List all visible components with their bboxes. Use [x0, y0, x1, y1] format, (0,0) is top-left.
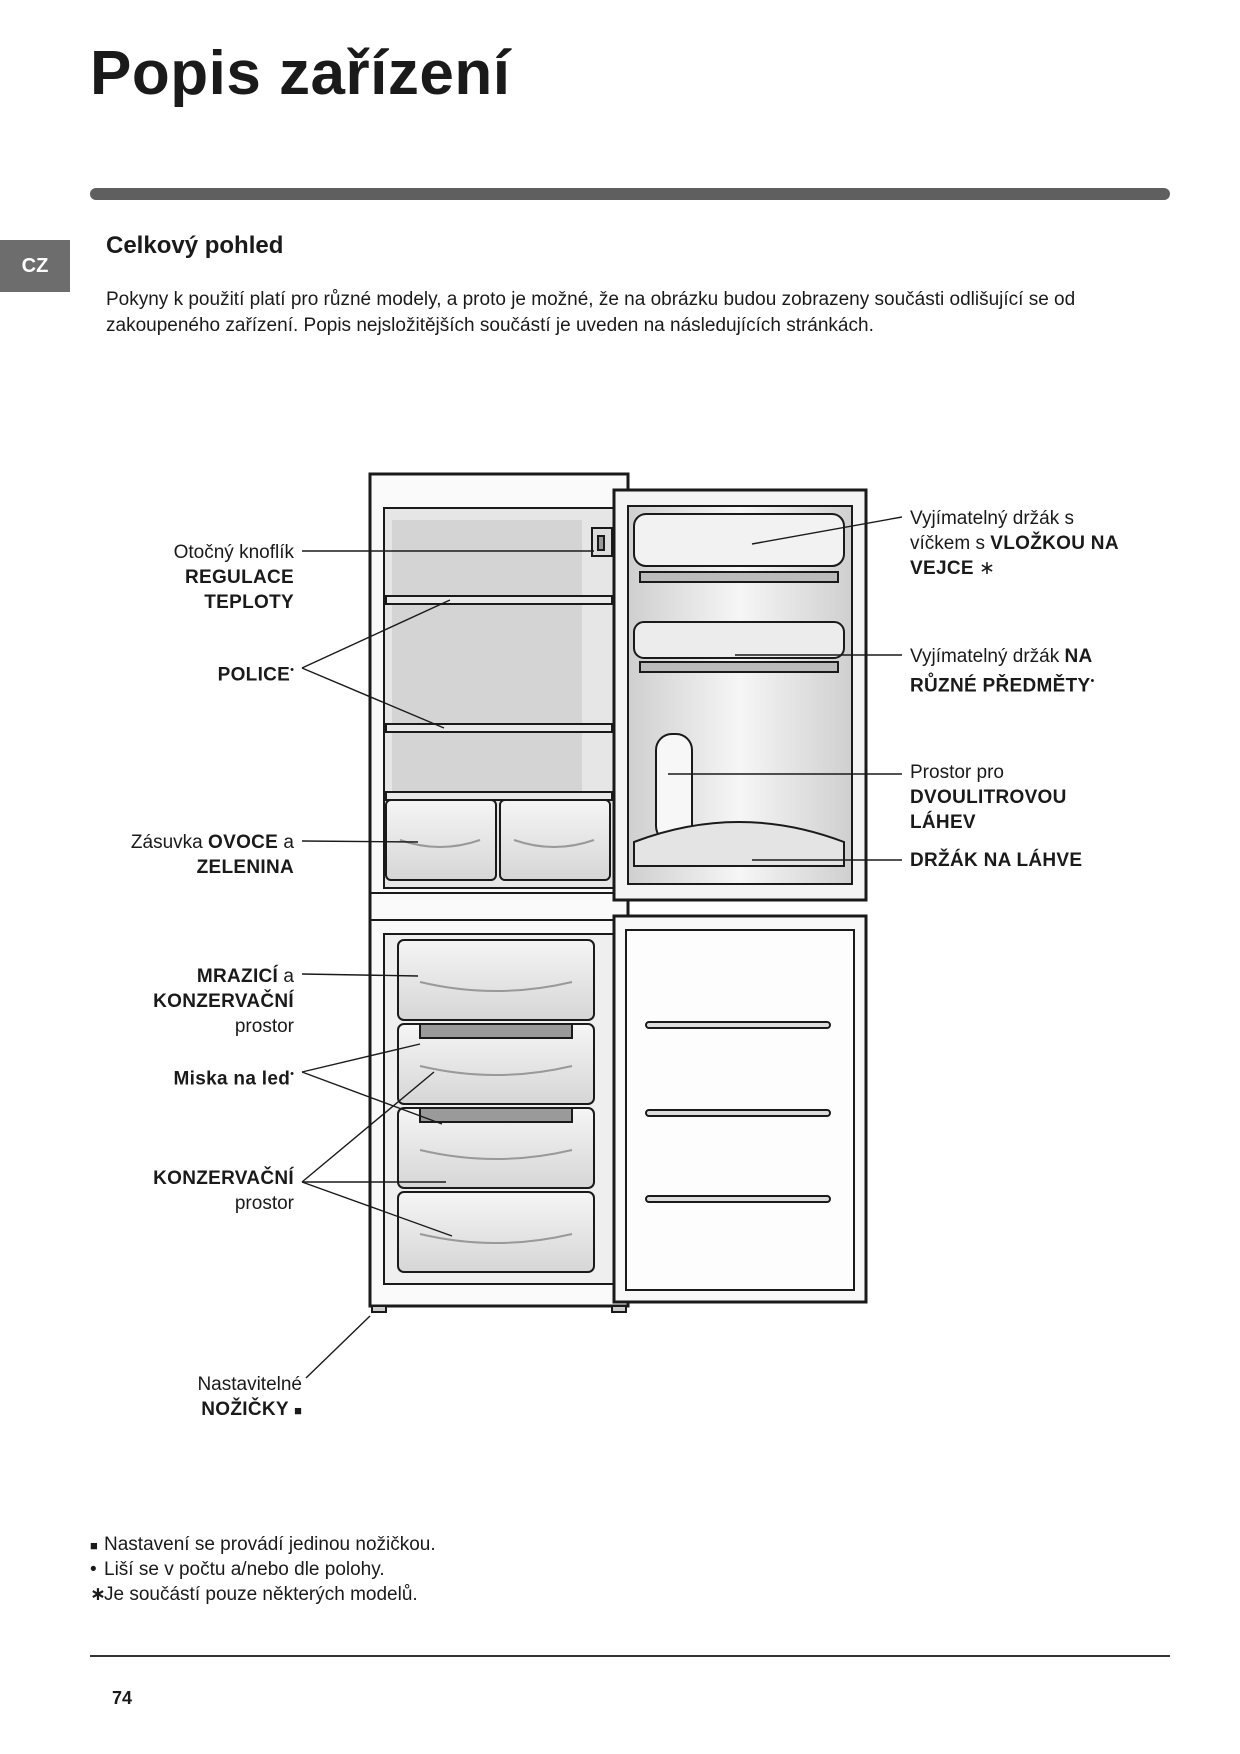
label-storage-compartment: KONZERVAČNÍ prostor [153, 1168, 294, 1214]
crisper-drawers [385, 799, 611, 881]
footnote-2: •Liší se v počtu a/nebo dle polohy. [90, 1559, 385, 1580]
page-number: 74 [112, 1688, 133, 1708]
label-misc-holder: Vyjímatelný držák NA RŮZNÉ PŘEDMĚTY• [910, 646, 1095, 697]
label-bottle-holder: DRŽÁK NA LÁHVE [910, 850, 1083, 871]
footer-divider [90, 1655, 1170, 1657]
label-freezer-compartment: MRAZICÍ a KONZERVAČNÍ prostor [153, 966, 294, 1037]
leader-lines [301, 516, 903, 1379]
page-title: Popis zařízení [90, 39, 511, 108]
label-temperature-knob: Otočný knoflík REGULACE TEPLOTY [173, 542, 294, 613]
label-bottle-space: Prostor pro DVOULITROVOU LÁHEV [910, 762, 1067, 833]
label-ice-tray: Miska na led• [173, 1068, 294, 1090]
footnote-3: ∗Je součástí pouze některých modelů. [90, 1584, 418, 1605]
title-divider [90, 188, 1170, 200]
language-tab: CZ [0, 240, 70, 292]
intro-paragraph: Pokyny k použití platí pro různé modely,… [106, 287, 1166, 339]
label-egg-holder: Vyjímatelný držák s víčkem s VLOŽKOU NA … [910, 508, 1119, 579]
label-shelves: POLICE• [217, 664, 294, 686]
fridge-door [612, 488, 868, 902]
section-title: Celkový pohled [106, 232, 284, 259]
intro-line-2: zakoupeného zařízení. Popis nejsložitějš… [106, 315, 874, 336]
shelves [385, 595, 613, 801]
feet [371, 1305, 627, 1313]
footnote-1: ■Nastavení se provádí jedinou nožičkou. [90, 1534, 436, 1555]
label-crisper-drawer: Zásuvka OVOCE a ZELENINA [130, 832, 294, 878]
intro-line-1: Pokyny k použití platí pro různé modely,… [106, 289, 1076, 310]
knob [591, 527, 613, 557]
freezer-drawers [397, 939, 595, 1273]
label-adjustable-feet: Nastavitelné NOŽIČKY ■ [197, 1374, 302, 1420]
freezer-door [612, 914, 868, 1304]
